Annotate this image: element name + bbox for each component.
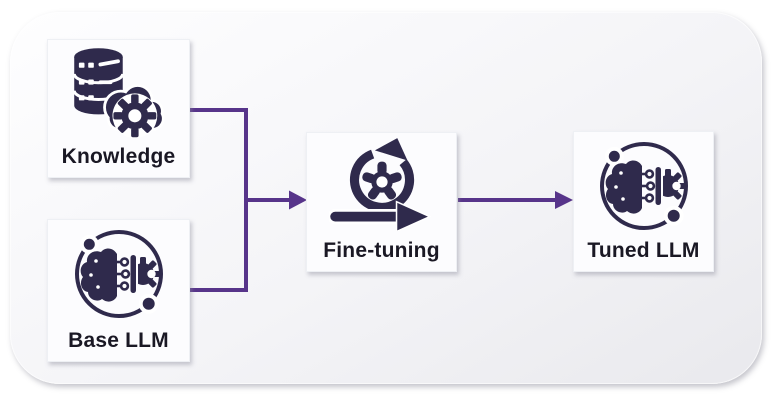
arrowhead-to-finetuning: [289, 190, 307, 210]
database-gear-icon: [72, 48, 165, 139]
brain-gear-icon: [599, 142, 688, 230]
node-tuned-llm: Tuned LLM: [573, 131, 714, 272]
node-fine-tuning: Fine-tuning: [306, 132, 457, 272]
node-label-tuned-llm: Tuned LLM: [587, 239, 700, 262]
node-label-knowledge: Knowledge: [61, 145, 176, 168]
iteration-loop-icon: [328, 138, 432, 231]
brain-gear-icon: [74, 230, 163, 318]
arrowhead-to-tunedllm: [555, 191, 573, 209]
node-label-fine-tuning: Fine-tuning: [323, 239, 440, 262]
edge-knowledge-baseLLM-junction: [190, 108, 248, 292]
node-knowledge: Knowledge: [47, 39, 190, 178]
node-base-llm: Base LLM: [47, 219, 190, 362]
node-label-base-llm: Base LLM: [68, 329, 169, 352]
gear-shape: [111, 93, 157, 139]
